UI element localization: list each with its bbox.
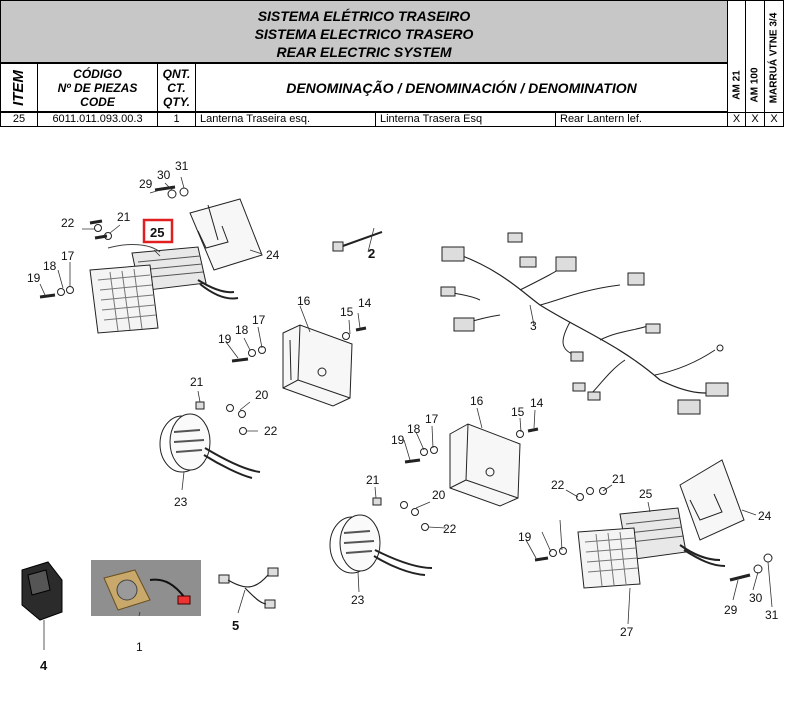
callout-30: 30 [157,168,171,182]
screws-23-lower [372,497,429,531]
callout-18: 18 [43,259,57,273]
callout-19: 19 [27,271,41,285]
callout-16-b: 16 [470,394,484,408]
callout-17: 17 [61,249,75,263]
callout-21: 21 [117,210,131,224]
part-4-switch [21,561,63,621]
callout-24-b: 24 [758,509,772,523]
row-code: 6011.011.093.00.3 [37,112,158,127]
title-english: REAR ELECTRIC SYSTEM [276,44,452,60]
callout-17-c: 17 [425,412,439,426]
callout-21-d: 21 [612,472,626,486]
col-code-line1: CÓDIGO [73,66,122,81]
round-lamp-23-upper [159,413,261,479]
callout-5: 5 [232,618,239,633]
callout-30-b: 30 [749,591,763,605]
callout-31: 31 [175,159,189,173]
col-qty-line1: QNT. [162,66,191,81]
row-qty: 1 [157,112,196,127]
callout-20-b: 20 [432,488,446,502]
col-header-item: ITEM [0,63,38,112]
callout-3: 3 [530,319,537,333]
callout-23: 23 [174,495,188,509]
row-desc-pt: Lanterna Traseira esq. [195,112,376,127]
bracket-right-24 [679,459,745,541]
model-col-am100: AM 100 [745,0,765,113]
callout-21-c: 21 [366,473,380,487]
callout-22-d: 22 [551,478,565,492]
col-item-label: ITEM [10,69,27,106]
bracket-left-24 [189,198,263,271]
part-5-cable [218,567,279,609]
callout-20: 20 [255,388,269,402]
callout-22: 22 [61,216,75,230]
callout-1: 1 [136,640,143,654]
callout-14-b: 14 [530,396,544,410]
model-am21-label: AM 21 [731,70,742,100]
callout-29-b: 29 [724,603,738,617]
col-code-line2: Nº DE PIEZAS [57,80,138,95]
callout-31-b: 31 [765,608,779,622]
callout-19-b: 19 [218,332,232,346]
callout-19-c: 19 [391,433,405,447]
exploded-diagram: 31 30 29 22 21 25 24 2 19 18 17 16 15 14… [21,159,779,673]
sheet-title: SISTEMA ELÉTRICO TRASEIRO SISTEMA ELECTR… [0,0,728,63]
title-portuguese: SISTEMA ELÉTRICO TRASEIRO [257,8,471,24]
part-1-photo [91,560,201,616]
plate-bracket-16-upper [282,324,353,407]
callout-15: 15 [340,305,354,319]
callout-22-c: 22 [443,522,457,536]
callout-25-highlighted: 25 [150,225,164,240]
callout-19-d: 19 [518,530,532,544]
screws-16-lower [404,427,539,464]
callout-17-b: 17 [252,313,266,327]
callout-15-b: 15 [511,405,525,419]
round-lamp-23-lower [329,514,433,576]
row-desc-es: Linterna Trasera Esq [375,112,556,127]
row-mark-marrua: X [764,112,784,127]
col-qty-line2: CT. [167,80,186,95]
col-denomination-label: DENOMINAÇÃO / DENOMINACIÓN / DENOMINATIO… [286,79,637,96]
callout-25-b: 25 [639,487,653,501]
highlight-item-25 [142,218,174,244]
col-header-qty: QNT. CT. QTY. [157,63,196,112]
callout-18-c: 18 [407,422,421,436]
callout-labels: 31 30 29 22 21 25 24 2 19 18 17 16 15 14… [27,159,779,673]
col-header-denomination: DENOMINAÇÃO / DENOMINACIÓN / DENOMINATIO… [195,63,728,112]
col-qty-line3: QTY. [163,94,190,109]
callout-21-b: 21 [190,375,204,389]
model-col-marrua: MARRUÁ VTNE 3/4 [764,0,784,113]
callout-14: 14 [358,296,372,310]
col-header-code: CÓDIGO Nº DE PIEZAS CODE [37,63,158,112]
plate-bracket-16-lower [449,423,521,507]
row-desc-en: Rear Lantern lef. [555,112,728,127]
callout-4: 4 [40,658,48,673]
wiring-harness-3 [440,232,729,415]
model-marrua-label: MARRUÁ VTNE 3/4 [768,12,780,104]
callout-22-b: 22 [264,424,278,438]
parts-table-header: SISTEMA ELÉTRICO TRASEIRO SISTEMA ELECTR… [0,0,784,127]
callout-24: 24 [266,248,280,262]
callout-2: 2 [368,246,375,261]
callout-29: 29 [139,177,153,191]
row-mark-am21: X [727,112,746,127]
callout-18-b: 18 [235,323,249,337]
leader-lines [39,176,773,650]
model-col-am21: AM 21 [727,0,746,113]
model-am100-label: AM 100 [749,67,761,103]
callout-27: 27 [620,625,634,639]
callout-23-b: 23 [351,593,365,607]
row-item: 25 [0,112,38,127]
lantern-lens-grille-left [89,264,159,334]
callout-16: 16 [297,294,311,308]
title-spanish: SISTEMA ELECTRICO TRASERO [254,26,474,42]
lantern-wire-left [107,244,161,253]
row-mark-am100: X [745,112,765,127]
lantern-lens-grille-right [577,527,641,589]
connector-2 [332,231,383,252]
col-code-line3: CODE [80,94,115,109]
